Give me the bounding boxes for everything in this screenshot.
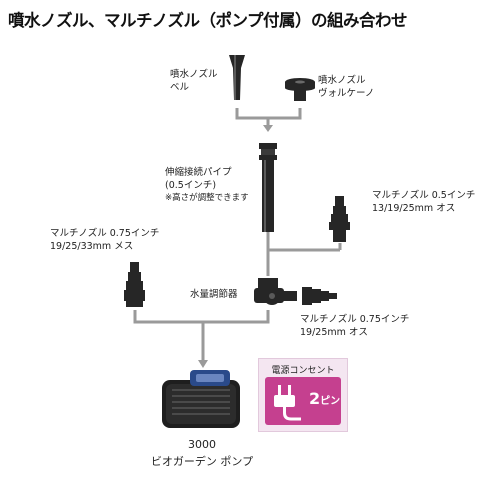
pump-part	[162, 370, 240, 428]
connector-top	[235, 108, 302, 120]
multi-nozzle-05-label-line2: 13/19/25mm オス	[372, 203, 456, 214]
connector-lines	[133, 108, 342, 360]
pump-label: 3000 ビオガーデン ポンプ	[132, 436, 272, 470]
telescopic-pipe-label-line2: (0.5インチ)	[165, 180, 217, 191]
multi-nozzle-075-female-label: マルチノズル 0.75インチ 19/25/33mm メス	[50, 227, 159, 253]
bell-nozzle-label-line2: ベル	[170, 82, 190, 93]
power-outlet-title: 電源コンセント	[271, 366, 335, 376]
power-outlet-pin-count: 2ピン	[309, 389, 340, 408]
multi-nozzle-05-label: マルチノズル 0.5インチ 13/19/25mm オス	[372, 189, 475, 215]
telescopic-pipe-label-note: ※高さが調整できます	[165, 193, 249, 203]
arrow-down-icon	[198, 360, 208, 368]
multi-nozzle-075-male-label-line1: マルチノズル 0.75インチ	[300, 314, 410, 325]
multi-nozzle-05-label-line1: マルチノズル 0.5インチ	[372, 190, 476, 201]
bell-nozzle-label: 噴水ノズル ベル	[170, 68, 218, 94]
volcano-nozzle-part	[285, 78, 315, 101]
plug-icon	[274, 385, 301, 421]
multi-nozzle-075-female-label-line1: マルチノズル 0.75インチ	[50, 228, 160, 239]
multi-nozzle-05-part	[329, 196, 350, 242]
power-outlet-pin-value: 2	[309, 389, 321, 408]
pump-label-model: 3000	[188, 438, 216, 451]
multi-nozzle-075-male-part	[302, 287, 337, 305]
bell-nozzle-part	[229, 55, 245, 100]
multi-nozzle-075-female-part	[124, 262, 145, 307]
volcano-nozzle-label: 噴水ノズル ヴォルケーノ	[318, 74, 374, 100]
multi-nozzle-075-male-label-line2: 19/25mm オス	[300, 327, 368, 338]
multi-nozzle-075-female-label-line2: 19/25/33mm メス	[50, 241, 134, 252]
connector-bottom	[133, 310, 270, 324]
bell-nozzle-label-line1: 噴水ノズル	[170, 69, 218, 80]
page-title: 噴水ノズル、マルチノズル（ポンプ付属）の組み合わせ	[8, 11, 408, 30]
flow-regulator-label: 水量調節器	[190, 289, 238, 300]
telescopic-pipe-label-line1: 伸縮接続パイプ	[165, 167, 232, 178]
arrow-down-icon	[263, 125, 273, 132]
multi-nozzle-075-male-label: マルチノズル 0.75インチ 19/25mm オス	[300, 313, 409, 339]
telescopic-pipe-part	[259, 143, 277, 232]
telescopic-pipe-label: 伸縮接続パイプ (0.5インチ) ※高さが調整できます	[165, 166, 249, 205]
connector-arrows	[198, 125, 273, 368]
flow-regulator-part	[254, 278, 297, 305]
volcano-nozzle-label-line2: ヴォルケーノ	[318, 88, 375, 99]
volcano-nozzle-label-line1: 噴水ノズル	[318, 75, 366, 86]
power-outlet-card: 電源コンセント 2ピン	[258, 358, 348, 432]
pump-label-name: ビオガーデン ポンプ	[150, 455, 254, 468]
power-outlet-pin-unit: ピン	[320, 396, 341, 407]
power-outlet-badge: 2ピン	[265, 377, 341, 425]
